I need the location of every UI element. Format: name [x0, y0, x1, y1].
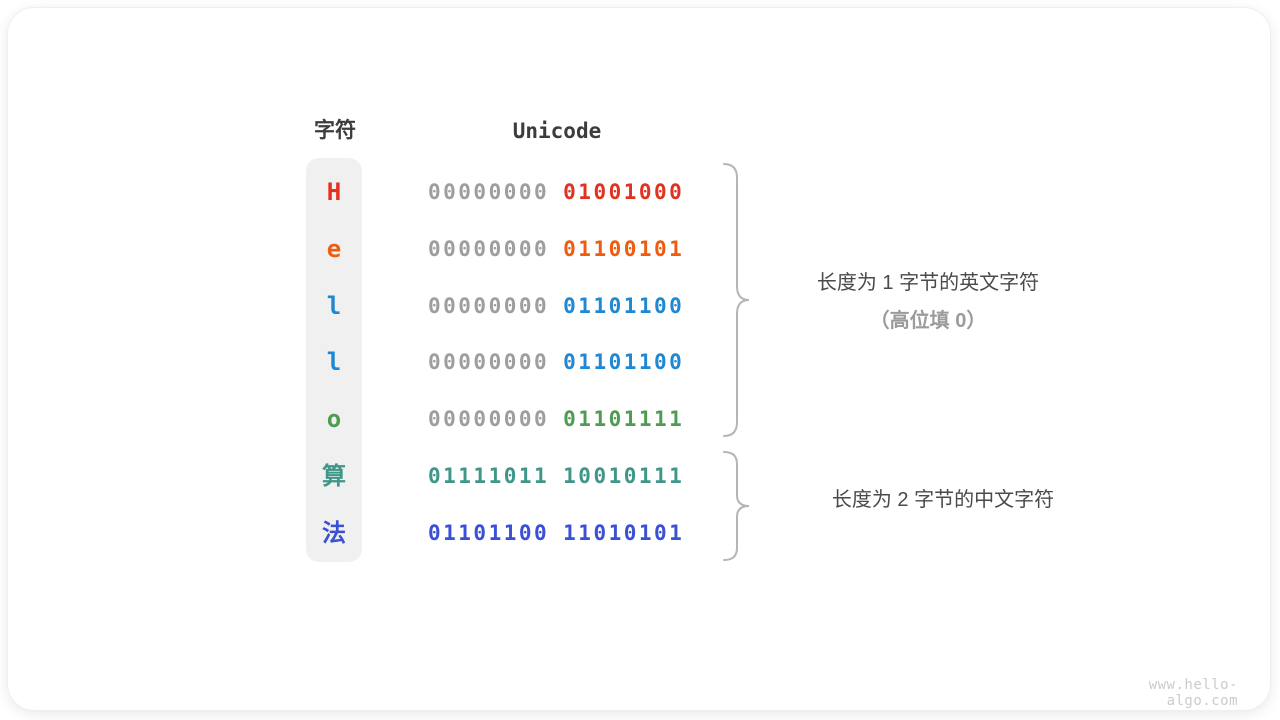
- character-cell: l: [326, 292, 342, 320]
- low-byte: 01101100: [563, 350, 685, 374]
- high-byte: 00000000: [428, 237, 550, 261]
- character-cell: 法: [322, 519, 346, 547]
- high-byte: 00000000: [428, 407, 550, 431]
- low-byte: 01001000: [563, 180, 685, 204]
- column-header-unicode: Unicode: [512, 119, 602, 143]
- high-byte: 00000000: [428, 294, 550, 318]
- character-cell: o: [326, 405, 342, 433]
- high-byte: 01111011: [428, 464, 550, 488]
- unicode-binary-value: 00000000 01101111: [428, 403, 684, 435]
- unicode-binary-value: 00000000 01101100: [428, 346, 684, 378]
- low-byte: 01100101: [563, 237, 685, 261]
- high-byte: 00000000: [428, 180, 550, 204]
- unicode-binary-value: 00000000 01101100: [428, 290, 684, 322]
- english-group-annotation-line1: 长度为 1 字节的英文字符: [816, 272, 1040, 294]
- diagram-card: [8, 8, 1270, 710]
- unicode-binary-value: 01111011 10010111: [428, 460, 684, 492]
- high-byte: 00000000: [428, 350, 550, 374]
- character-cell: 算: [322, 462, 346, 490]
- character-cell: l: [326, 348, 342, 376]
- english-group-annotation: 长度为 1 字节的英文字符 （高位填 0）: [753, 264, 1103, 340]
- low-byte: 01101111: [563, 407, 685, 431]
- unicode-binary-value: 01101100 11010101: [428, 517, 684, 549]
- character-column-background: [306, 158, 362, 562]
- low-byte: 10010111: [563, 464, 685, 488]
- low-byte: 01101100: [563, 294, 685, 318]
- english-group-brace: [722, 162, 750, 438]
- chinese-group-brace: [722, 450, 750, 562]
- unicode-binary-value: 00000000 01001000: [428, 176, 684, 208]
- low-byte: 11010101: [563, 521, 685, 545]
- chinese-group-annotation: 长度为 2 字节的中文字符: [753, 481, 1133, 519]
- character-cell: H: [326, 178, 342, 206]
- site-watermark: www.hello-algo.com: [1148, 677, 1238, 709]
- high-byte: 01101100: [428, 521, 550, 545]
- chinese-group-annotation-line1: 长度为 2 字节的中文字符: [831, 489, 1055, 511]
- unicode-binary-value: 00000000 01100101: [428, 233, 684, 265]
- column-header-char: 字符: [314, 119, 356, 142]
- english-group-annotation-line2: （高位填 0）: [869, 310, 987, 332]
- character-cell: e: [326, 235, 342, 263]
